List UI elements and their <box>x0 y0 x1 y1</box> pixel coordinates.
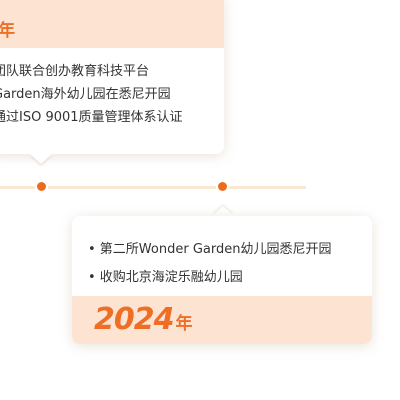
year-suffix: 年 <box>175 314 193 334</box>
milestone-item: Garden海外幼儿园在悉尼开园 <box>0 87 171 102</box>
milestone-item: • 收购北京海淀乐融幼儿园 <box>88 270 243 285</box>
milestone-card-top-header: 年 <box>0 0 224 48</box>
card-pointer-up <box>212 206 234 216</box>
card-pointer-down <box>30 154 52 164</box>
milestone-card-top: 年 团队联合创办教育科技平台 Garden海外幼儿园在悉尼开园 通过ISO 90… <box>0 0 224 154</box>
milestone-item: 通过ISO 9001质量管理体系认证 <box>0 110 183 125</box>
milestone-item: • 第二所Wonder Garden幼儿园悉尼开园 <box>88 242 332 257</box>
year-suffix: 年 <box>0 21 15 41</box>
milestone-items: • 第二所Wonder Garden幼儿园悉尼开园 • 收购北京海淀乐融幼儿园 <box>88 236 368 292</box>
milestone-card-bottom: • 第二所Wonder Garden幼儿园悉尼开园 • 收购北京海淀乐融幼儿园 … <box>72 216 372 344</box>
milestone-items: 团队联合创办教育科技平台 Garden海外幼儿园在悉尼开园 通过ISO 9001… <box>0 60 224 129</box>
timeline-line <box>0 186 306 189</box>
year-number: 2024 <box>94 302 174 337</box>
timeline-dot[interactable] <box>37 182 46 191</box>
timeline-dot[interactable] <box>218 182 227 191</box>
milestone-item: 团队联合创办教育科技平台 <box>0 64 150 79</box>
